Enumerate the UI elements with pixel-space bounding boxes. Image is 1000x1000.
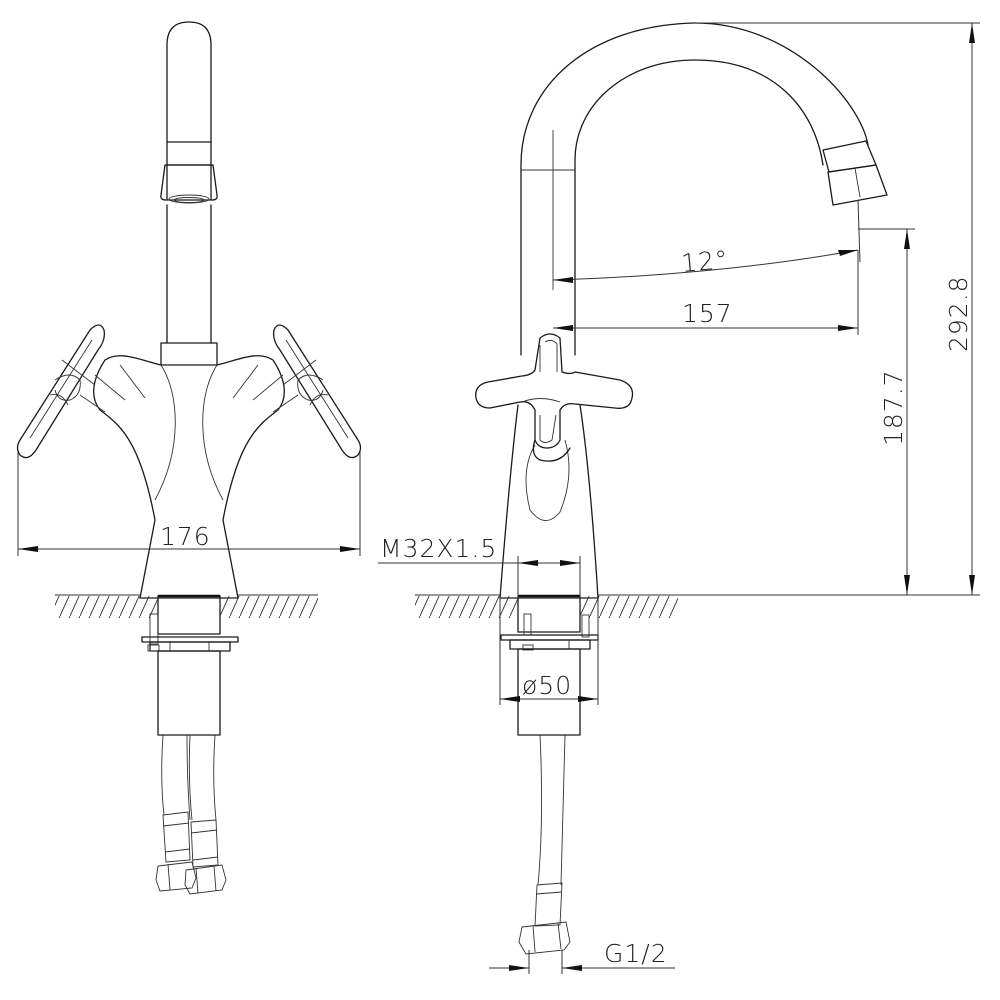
side-spout <box>520 22 888 356</box>
side-cross-handle <box>475 333 634 449</box>
overall-height-label: 292.8 <box>944 275 973 352</box>
front-mounting <box>141 594 239 736</box>
base-diameter-label: ø50 <box>522 671 572 700</box>
side-hose <box>518 734 571 955</box>
front-left-handle <box>16 324 106 459</box>
dimension-overall-height: 292.8 <box>695 22 980 595</box>
front-view: 176 <box>16 21 362 895</box>
dimension-base-diameter: ø50 <box>499 598 599 705</box>
outlet-height-label: 187.7 <box>879 369 908 446</box>
front-hoses <box>155 734 227 895</box>
front-right-handle <box>272 324 362 459</box>
side-countertop <box>415 594 980 618</box>
front-body <box>79 355 299 599</box>
front-spout <box>160 21 218 366</box>
dimension-outlet-height: 187.7 <box>858 228 915 595</box>
hose-connection-label: G1/2 <box>604 939 668 968</box>
dimension-overall-width: 176 <box>17 452 361 556</box>
dimension-swivel-angle: 12° <box>552 199 861 283</box>
side-body <box>499 404 599 599</box>
side-mounting <box>500 594 599 736</box>
spout-reach-label: 157 <box>682 299 733 328</box>
side-view: M32X1.5 ø50 G1/2 <box>378 22 980 974</box>
dimension-mount-thread: M32X1.5 <box>378 534 581 598</box>
dimension-spout-reach: 157 <box>553 250 859 335</box>
dimension-hose-connection: G1/2 <box>489 939 675 974</box>
swivel-angle-label: 12° <box>680 245 730 278</box>
overall-width-label: 176 <box>160 522 211 551</box>
front-countertop <box>55 594 318 618</box>
mount-thread-label: M32X1.5 <box>380 534 497 563</box>
